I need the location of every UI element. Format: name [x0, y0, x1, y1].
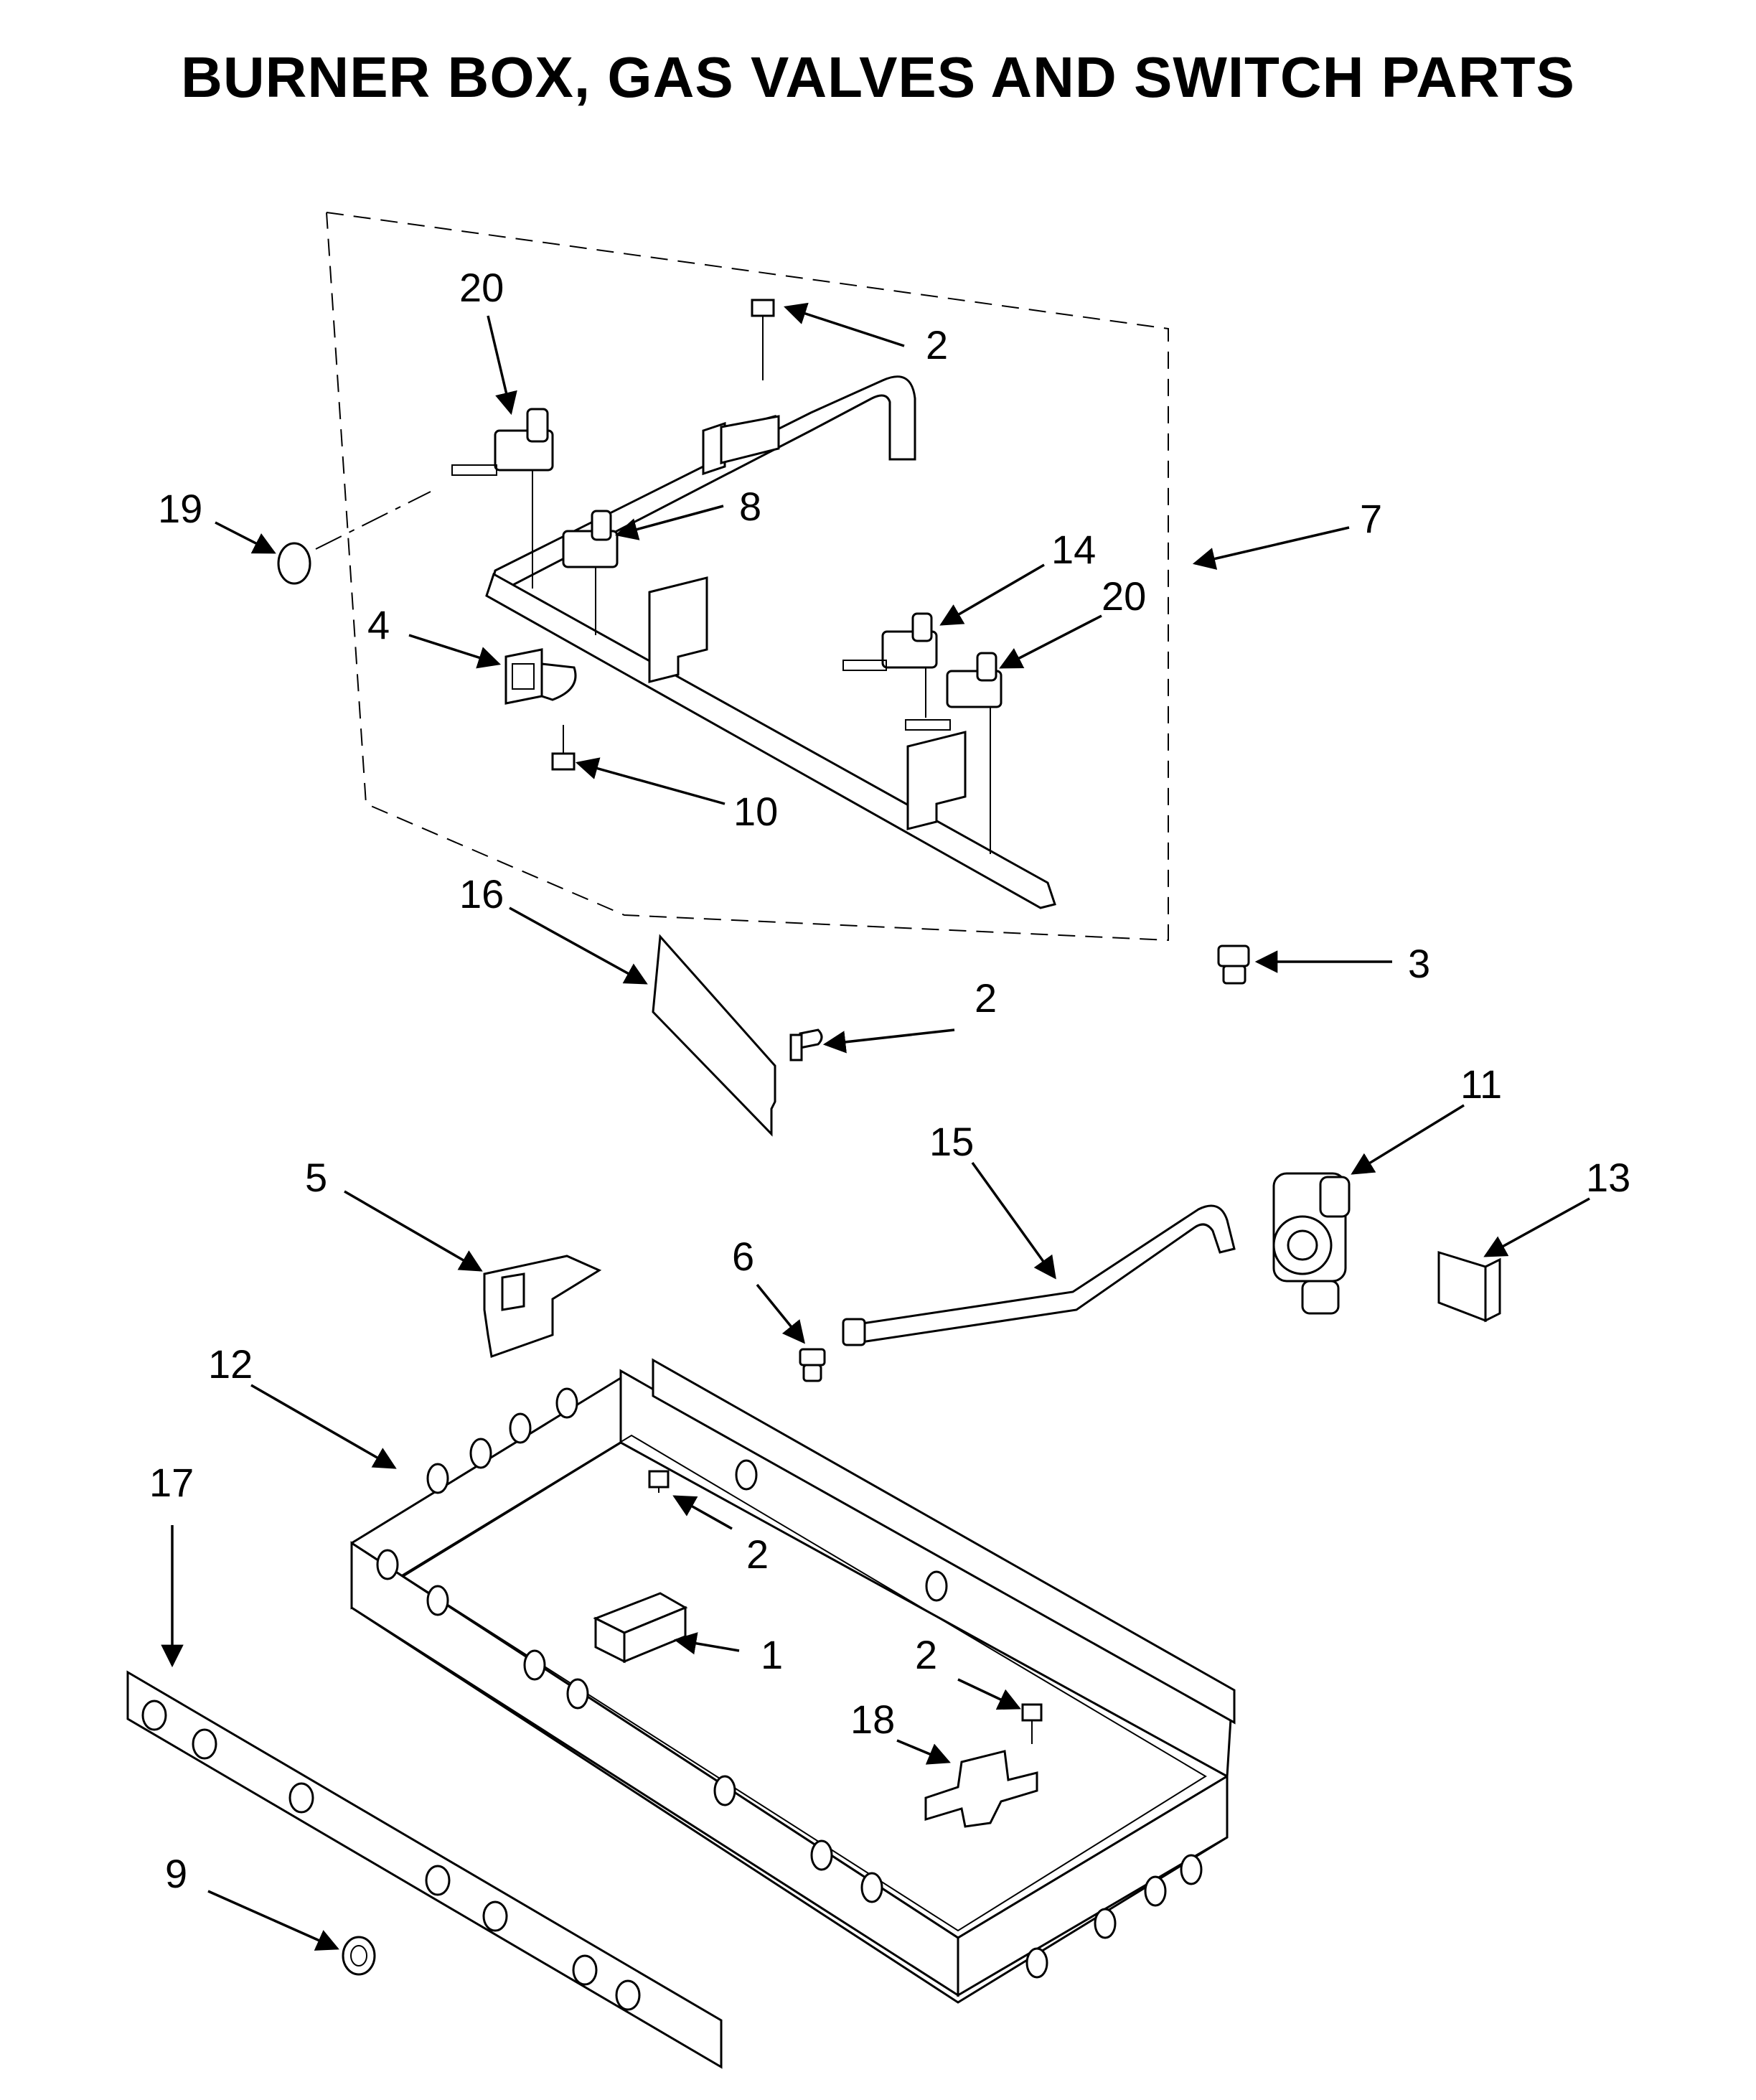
burner-box-hole — [555, 1387, 578, 1419]
callout-1: 1 — [761, 1632, 783, 1677]
bracket-item-18 — [924, 1750, 1038, 1828]
gas-valve-right-item-20 — [905, 652, 1003, 854]
burner-box-hole — [925, 1570, 948, 1602]
diagram-title: BURNER BOX, GAS VALVES AND SWITCH PARTS — [181, 45, 1575, 109]
control-panel-hole — [615, 1979, 641, 2011]
bracket-top-item-2 — [720, 415, 780, 464]
callout-12: 12 — [208, 1341, 253, 1387]
burner-box-hole — [1180, 1854, 1203, 1885]
burner-box-hole — [469, 1438, 492, 1469]
gas-valve-top-left — [451, 408, 554, 589]
fitting-item-3 — [1217, 944, 1250, 985]
burner-box-hole — [426, 1585, 449, 1616]
callout-16: 16 — [459, 871, 504, 917]
valve-bracket-item-4 — [504, 648, 577, 705]
callout-6: 6 — [732, 1234, 754, 1279]
control-panel-hole — [572, 1954, 598, 1986]
screw-item-2-box — [648, 1470, 670, 1493]
control-panel-hole — [141, 1700, 167, 1731]
callout-10: 10 — [733, 789, 778, 834]
burner-box-hole — [1094, 1908, 1117, 1939]
callout-2-box: 2 — [746, 1532, 769, 1577]
burner-box-hole — [426, 1463, 449, 1494]
burner-box-hole — [810, 1839, 833, 1871]
control-panel-hole — [288, 1782, 314, 1814]
screw-item-2-top — [751, 299, 775, 380]
callout-15: 15 — [929, 1119, 974, 1164]
screw-item-2-bracket — [1021, 1703, 1043, 1744]
manifold-assembly-outline — [326, 212, 1169, 942]
bracket-item-13 — [1437, 1250, 1501, 1323]
callout-9: 9 — [165, 1851, 187, 1896]
gas-valve-item-14 — [842, 612, 938, 718]
ignition-module-item-1 — [593, 1592, 688, 1664]
callout-7: 7 — [1360, 496, 1382, 541]
regulator-item-11 — [1272, 1172, 1351, 1315]
valve-bracket-center — [648, 576, 708, 683]
burner-box-hole — [566, 1678, 589, 1710]
knob-disc-item-19 — [277, 491, 431, 585]
burner-box-hole — [523, 1649, 546, 1681]
burner-box-hole — [509, 1412, 532, 1444]
gas-tube-item-15 — [842, 1204, 1236, 1346]
control-panel-hole — [192, 1728, 217, 1760]
valve-bracket-right — [906, 731, 967, 830]
callout-8: 8 — [739, 484, 761, 529]
burner-box-hole — [1025, 1947, 1048, 1979]
callout-5: 5 — [305, 1155, 327, 1200]
control-panel-holes — [141, 1700, 641, 2011]
burner-box-hole — [1144, 1875, 1167, 1907]
burner-box-item-12 — [350, 1358, 1236, 2004]
gas-valve-item-8 — [562, 510, 619, 635]
orifice-item-6 — [799, 1348, 826, 1382]
callout-20-top-left: 20 — [459, 265, 504, 310]
burner-box-hole — [713, 1775, 736, 1806]
callout-3: 3 — [1408, 941, 1430, 986]
leader-lines — [161, 302, 1590, 1951]
burner-box-hole — [860, 1872, 883, 1903]
burner-box-hole — [376, 1549, 399, 1580]
callout-13: 13 — [1586, 1155, 1630, 1200]
callout-4: 4 — [367, 602, 390, 647]
burner-box-holes — [376, 1387, 1203, 1979]
callout-17: 17 — [149, 1460, 194, 1505]
control-panel-hole — [482, 1900, 508, 1932]
control-panel-hole — [425, 1865, 451, 1896]
knob-item-9 — [342, 1936, 376, 1976]
callout-2-plate: 2 — [975, 975, 997, 1021]
callout-20-right: 20 — [1102, 573, 1146, 619]
callout-2-top: 2 — [926, 322, 948, 367]
callout-2-bracket: 2 — [915, 1632, 937, 1677]
callout-11: 11 — [1460, 1061, 1502, 1107]
screw-item-10 — [551, 725, 576, 771]
callout-labels: 20 2 19 8 7 4 14 20 10 16 3 2 11 15 5 6 … — [149, 265, 1630, 1896]
callout-19: 19 — [158, 486, 202, 531]
switch-bracket-item-5 — [483, 1255, 602, 1359]
callout-18: 18 — [850, 1697, 895, 1742]
burner-box-hole — [735, 1459, 758, 1491]
cover-plate-item-16 — [652, 934, 823, 1137]
callout-14: 14 — [1051, 527, 1096, 572]
